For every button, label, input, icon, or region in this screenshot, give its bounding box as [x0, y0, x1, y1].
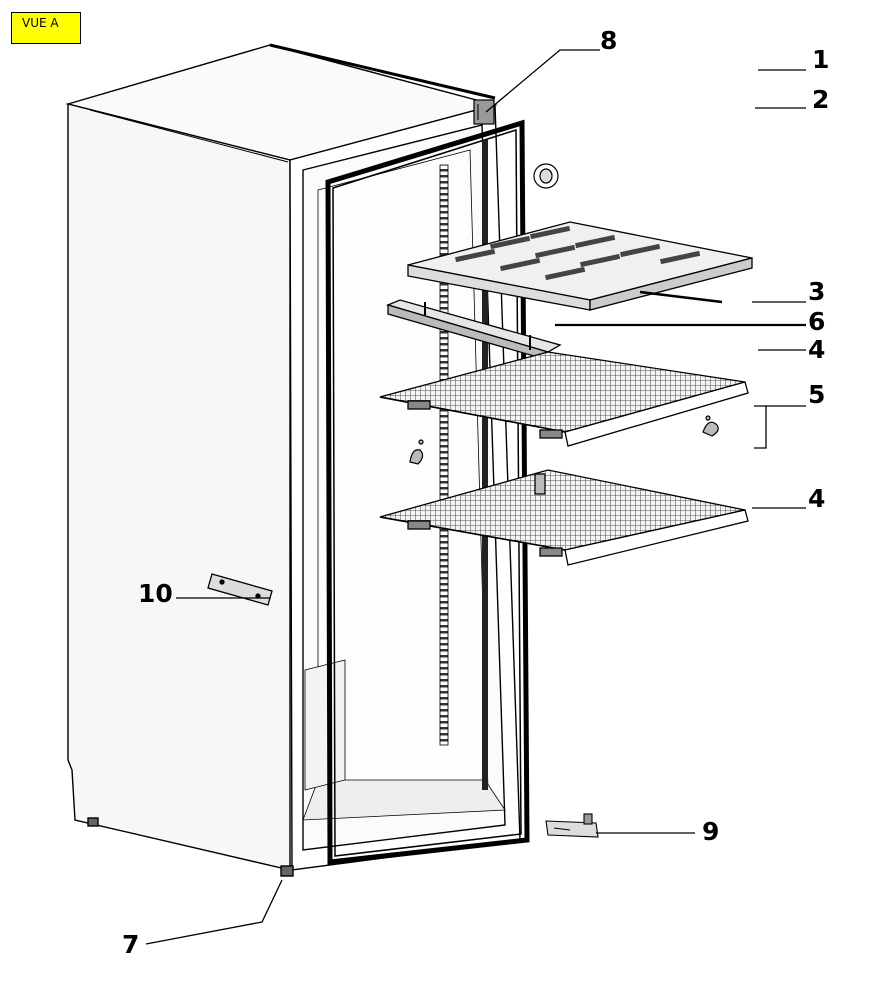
shelf-clips — [409, 415, 719, 465]
callout-1: 1 — [812, 45, 829, 74]
rail-bar-right — [639, 290, 723, 304]
shelf-top — [407, 221, 753, 311]
wire-shelf-upper — [379, 351, 749, 447]
view-tag: VUE A — [11, 12, 81, 44]
interior-rail — [439, 164, 449, 746]
callout-5: 5 — [808, 380, 825, 409]
top-hinge — [473, 99, 495, 125]
callout-4-upper: 4 — [808, 335, 825, 364]
leader-5-bracket — [754, 405, 767, 449]
thermostat-knob — [533, 163, 559, 189]
door-handle-part — [207, 573, 273, 606]
leader-lines — [145, 49, 806, 945]
interior-rail-right — [482, 140, 488, 790]
door-seal — [325, 119, 530, 865]
leader-8 — [485, 49, 600, 113]
leader-7 — [145, 879, 283, 945]
callout-8: 8 — [600, 26, 617, 55]
callout-3: 3 — [808, 277, 825, 306]
callout-7: 7 — [122, 930, 139, 959]
shelf-rail-bar — [386, 299, 562, 361]
callout-10: 10 — [138, 579, 173, 608]
cabinet-foot-back — [87, 817, 99, 827]
cabinet — [65, 43, 521, 877]
bottom-hinge-part — [545, 813, 599, 838]
callout-labels: 1 2 8 3 6 4 5 4 10 9 7 — [122, 26, 829, 959]
callout-2: 2 — [812, 85, 829, 114]
callout-6: 6 — [808, 307, 825, 336]
cabinet-side-panel — [67, 103, 291, 871]
callout-9: 9 — [702, 817, 719, 846]
callout-4-lower: 4 — [808, 484, 825, 513]
cabinet-foot-front — [280, 865, 294, 877]
wire-shelf-lower — [379, 469, 749, 566]
